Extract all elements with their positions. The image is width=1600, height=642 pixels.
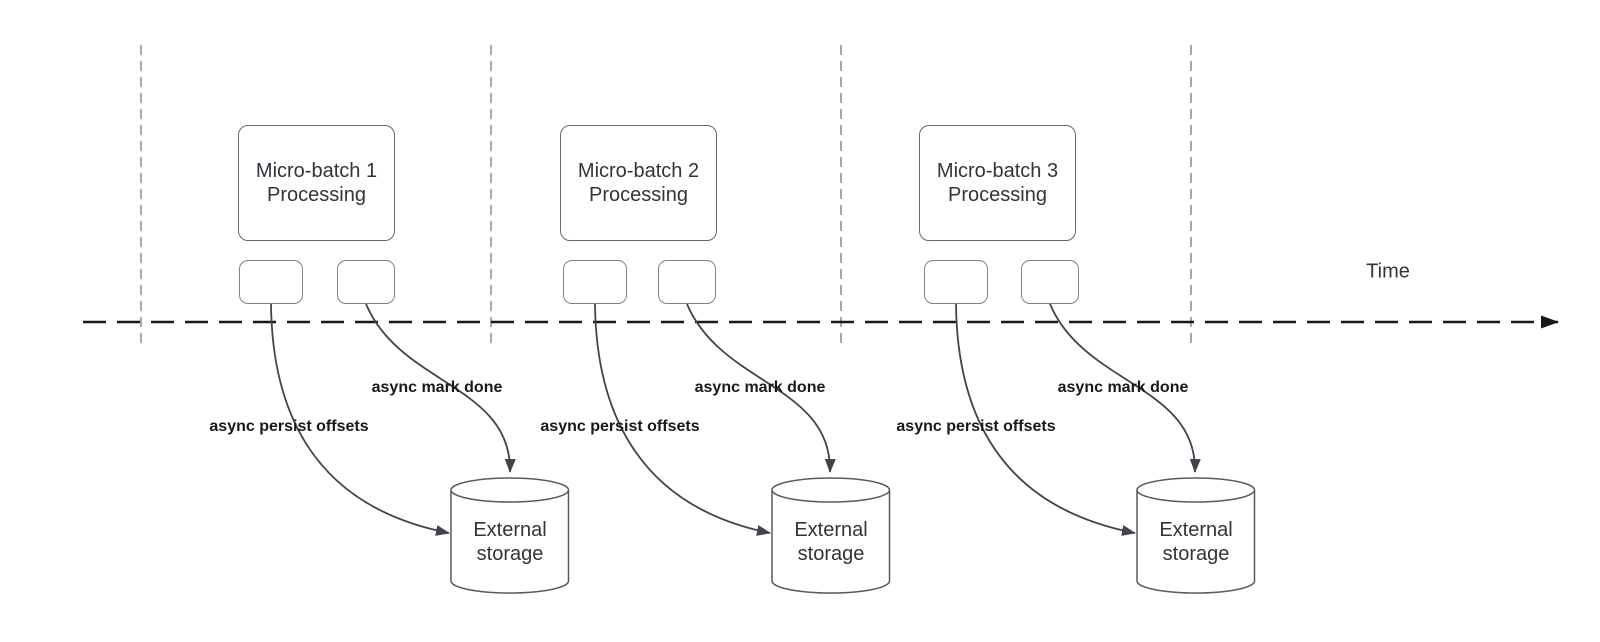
async-persist-offsets-label-3: async persist offsets: [896, 418, 1056, 435]
micro-batch-1-label: Micro-batch 1 Processing: [255, 160, 378, 206]
micro-batch-3-box: Micro-batch 3 Processing: [919, 125, 1076, 241]
micro-batch-3-offset-slot: [924, 260, 988, 304]
micro-batch-1-box: Micro-batch 1 Processing: [238, 125, 395, 241]
micro-batch-1-done-slot: [337, 260, 395, 304]
async-mark-done-label-3: async mark done: [1057, 379, 1189, 396]
external-storage-cylinder-3: [1136, 477, 1256, 594]
micro-batch-3-label: Micro-batch 3 Processing: [936, 160, 1059, 206]
micro-batch-2-label: Micro-batch 2 Processing: [577, 160, 700, 206]
async-mark-done-label-1: async mark done: [371, 379, 503, 396]
external-storage-label-2: External storage: [794, 519, 868, 565]
external-storage-label-1: External storage: [473, 519, 547, 565]
async-persist-offsets-arrow-2: [594, 303, 771, 536]
async-mark-done-arrow-1: [365, 303, 516, 473]
external-storage-label-3: External storage: [1159, 519, 1233, 565]
async-mark-done-arrow-3: [1049, 303, 1201, 473]
async-persist-offsets-label-1: async persist offsets: [209, 418, 369, 435]
micro-batch-3-done-slot: [1021, 260, 1079, 304]
async-mark-done-arrow-2: [686, 303, 836, 473]
async-persist-offsets-arrow-3: [955, 303, 1136, 536]
micro-batch-2-offset-slot: [563, 260, 627, 304]
time-axis-label: Time: [1366, 260, 1410, 283]
async-persist-offsets-arrow-1: [270, 303, 450, 536]
external-storage-cylinder-2: [771, 477, 891, 594]
async-mark-done-label-2: async mark done: [694, 379, 826, 396]
async-persist-offsets-label-2: async persist offsets: [540, 418, 700, 435]
micro-batch-1-offset-slot: [239, 260, 303, 304]
micro-batch-2-done-slot: [658, 260, 716, 304]
micro-batch-2-box: Micro-batch 2 Processing: [560, 125, 717, 241]
external-storage-cylinder-1: [450, 477, 570, 594]
